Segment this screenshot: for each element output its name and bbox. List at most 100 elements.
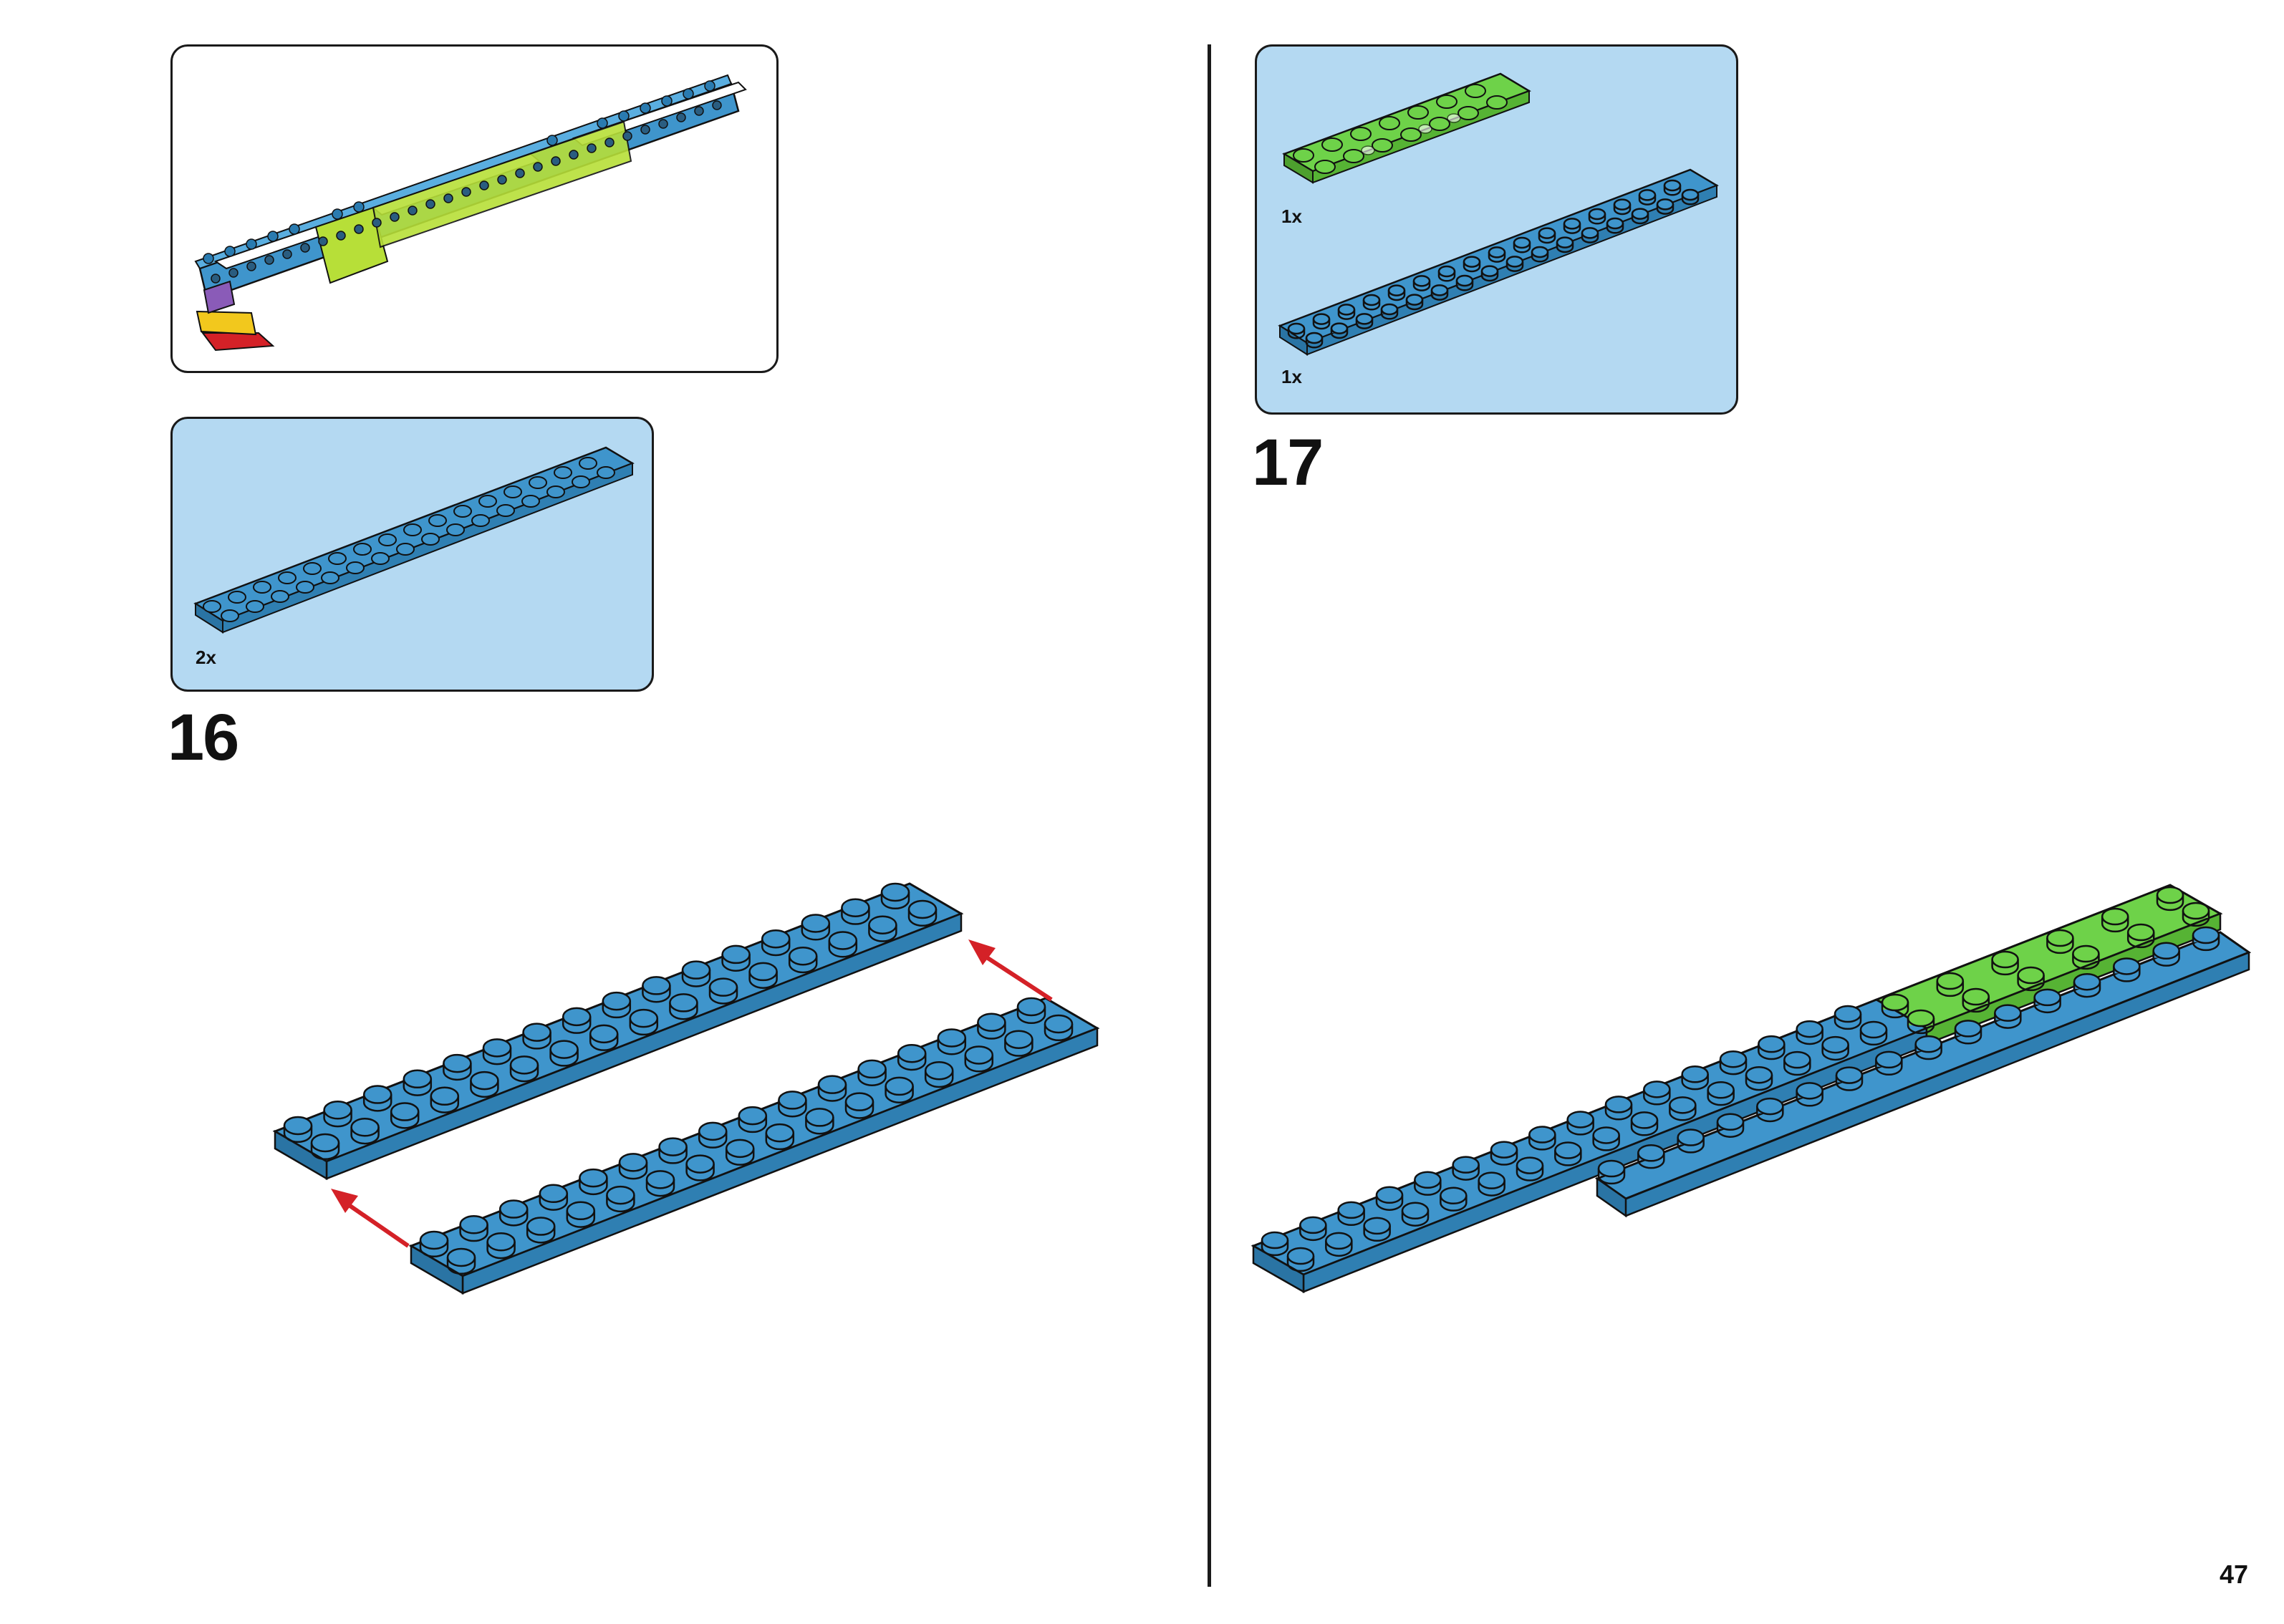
stud bbox=[1630, 1111, 1659, 1129]
stud bbox=[470, 1070, 499, 1091]
stud bbox=[1430, 284, 1449, 296]
stud bbox=[1613, 198, 1632, 211]
stud-outline bbox=[1531, 252, 1549, 263]
step-number: 17 bbox=[1252, 426, 1324, 499]
stud bbox=[1821, 1035, 1849, 1054]
stud bbox=[1044, 1014, 1074, 1034]
stud bbox=[698, 1121, 728, 1141]
stud bbox=[562, 1007, 592, 1027]
stud-outline bbox=[2152, 950, 2180, 967]
stud bbox=[2152, 942, 2180, 960]
stud-outline bbox=[685, 1164, 715, 1181]
stud bbox=[1994, 1004, 2022, 1022]
stud bbox=[549, 1040, 579, 1059]
stud-outline bbox=[1638, 195, 1657, 206]
stud-outline bbox=[2073, 982, 2101, 998]
stud-outline bbox=[1597, 1169, 1626, 1185]
stud bbox=[2033, 988, 2061, 1007]
stud-outline bbox=[539, 1193, 569, 1211]
stud-outline bbox=[1375, 1194, 1404, 1211]
stud-outline bbox=[1835, 1075, 1864, 1091]
stud bbox=[1513, 236, 1531, 249]
stud bbox=[1312, 313, 1331, 325]
stud-outline bbox=[964, 1055, 994, 1073]
stud bbox=[1936, 972, 1965, 990]
stud bbox=[1681, 188, 1700, 201]
stud-outline bbox=[2113, 966, 2141, 982]
stud bbox=[589, 1024, 619, 1044]
stud bbox=[2101, 907, 2129, 926]
stud bbox=[1355, 313, 1374, 325]
stud bbox=[1004, 1030, 1033, 1049]
stud-outline bbox=[897, 1053, 927, 1071]
stud bbox=[1631, 208, 1649, 220]
stud bbox=[1859, 1020, 1888, 1039]
stud-outline bbox=[602, 1001, 632, 1019]
step-16-parts-panel: 2x bbox=[170, 417, 654, 692]
stud bbox=[1907, 1009, 1935, 1028]
stud bbox=[566, 1201, 596, 1221]
stud-outline bbox=[1677, 1137, 1705, 1154]
stud-outline bbox=[1488, 252, 1506, 263]
stud bbox=[1480, 265, 1499, 277]
stud bbox=[658, 1137, 688, 1156]
stud bbox=[602, 991, 632, 1011]
stud bbox=[681, 960, 711, 980]
stud bbox=[310, 1133, 340, 1153]
stud bbox=[805, 1108, 834, 1127]
stud bbox=[2113, 957, 2141, 975]
stud-outline bbox=[1954, 1028, 1982, 1045]
stud bbox=[1566, 1111, 1594, 1128]
stud bbox=[526, 1217, 556, 1236]
stud-outline bbox=[2182, 911, 2210, 927]
stud-outline bbox=[1566, 1119, 1594, 1136]
stud bbox=[1528, 1126, 1556, 1144]
stud-outline bbox=[681, 970, 711, 987]
stud-outline bbox=[1463, 261, 1481, 273]
stud bbox=[1375, 1186, 1404, 1204]
stud-outline bbox=[323, 1110, 352, 1128]
stud-outline bbox=[526, 1226, 556, 1244]
stud bbox=[857, 1059, 887, 1079]
stud bbox=[2046, 929, 2074, 947]
stud bbox=[748, 962, 778, 982]
stud-outline bbox=[1286, 1256, 1315, 1272]
stud-outline bbox=[403, 1078, 433, 1096]
stud bbox=[1643, 1081, 1671, 1098]
stud bbox=[2017, 966, 2045, 985]
stud-outline bbox=[2072, 954, 2100, 970]
stud-outline bbox=[1387, 290, 1406, 301]
stud bbox=[1337, 1201, 1365, 1219]
stud bbox=[1881, 993, 1909, 1012]
stud bbox=[1531, 246, 1549, 258]
stud bbox=[1363, 1217, 1391, 1235]
stud-outline bbox=[658, 1146, 688, 1164]
stud bbox=[1556, 236, 1574, 248]
stud-outline bbox=[1437, 271, 1456, 282]
stud bbox=[1287, 322, 1306, 335]
stud bbox=[778, 1091, 807, 1110]
stud bbox=[1962, 987, 1990, 1006]
stud bbox=[446, 1247, 476, 1267]
stud-outline bbox=[708, 987, 738, 1005]
stud bbox=[1261, 1231, 1289, 1250]
stud bbox=[2182, 902, 2210, 920]
stud bbox=[443, 1053, 472, 1073]
stud bbox=[403, 1069, 433, 1089]
stud-outline bbox=[1516, 1165, 1544, 1181]
stud-outline bbox=[748, 971, 778, 989]
stud bbox=[1387, 284, 1406, 296]
stud-outline bbox=[1604, 1104, 1633, 1121]
stud-outline bbox=[2126, 932, 2155, 949]
stud bbox=[350, 1118, 380, 1137]
plate-back bbox=[1594, 931, 2252, 1218]
stud bbox=[1362, 294, 1381, 306]
stud bbox=[283, 1116, 313, 1136]
stud-outline bbox=[1592, 1135, 1620, 1151]
stud-outline bbox=[1669, 1105, 1697, 1121]
stud-outline bbox=[1914, 1044, 1942, 1060]
stud bbox=[1554, 1141, 1582, 1159]
stud-outline bbox=[1681, 1074, 1709, 1091]
stud-outline bbox=[362, 1094, 392, 1112]
stud bbox=[1663, 179, 1682, 192]
